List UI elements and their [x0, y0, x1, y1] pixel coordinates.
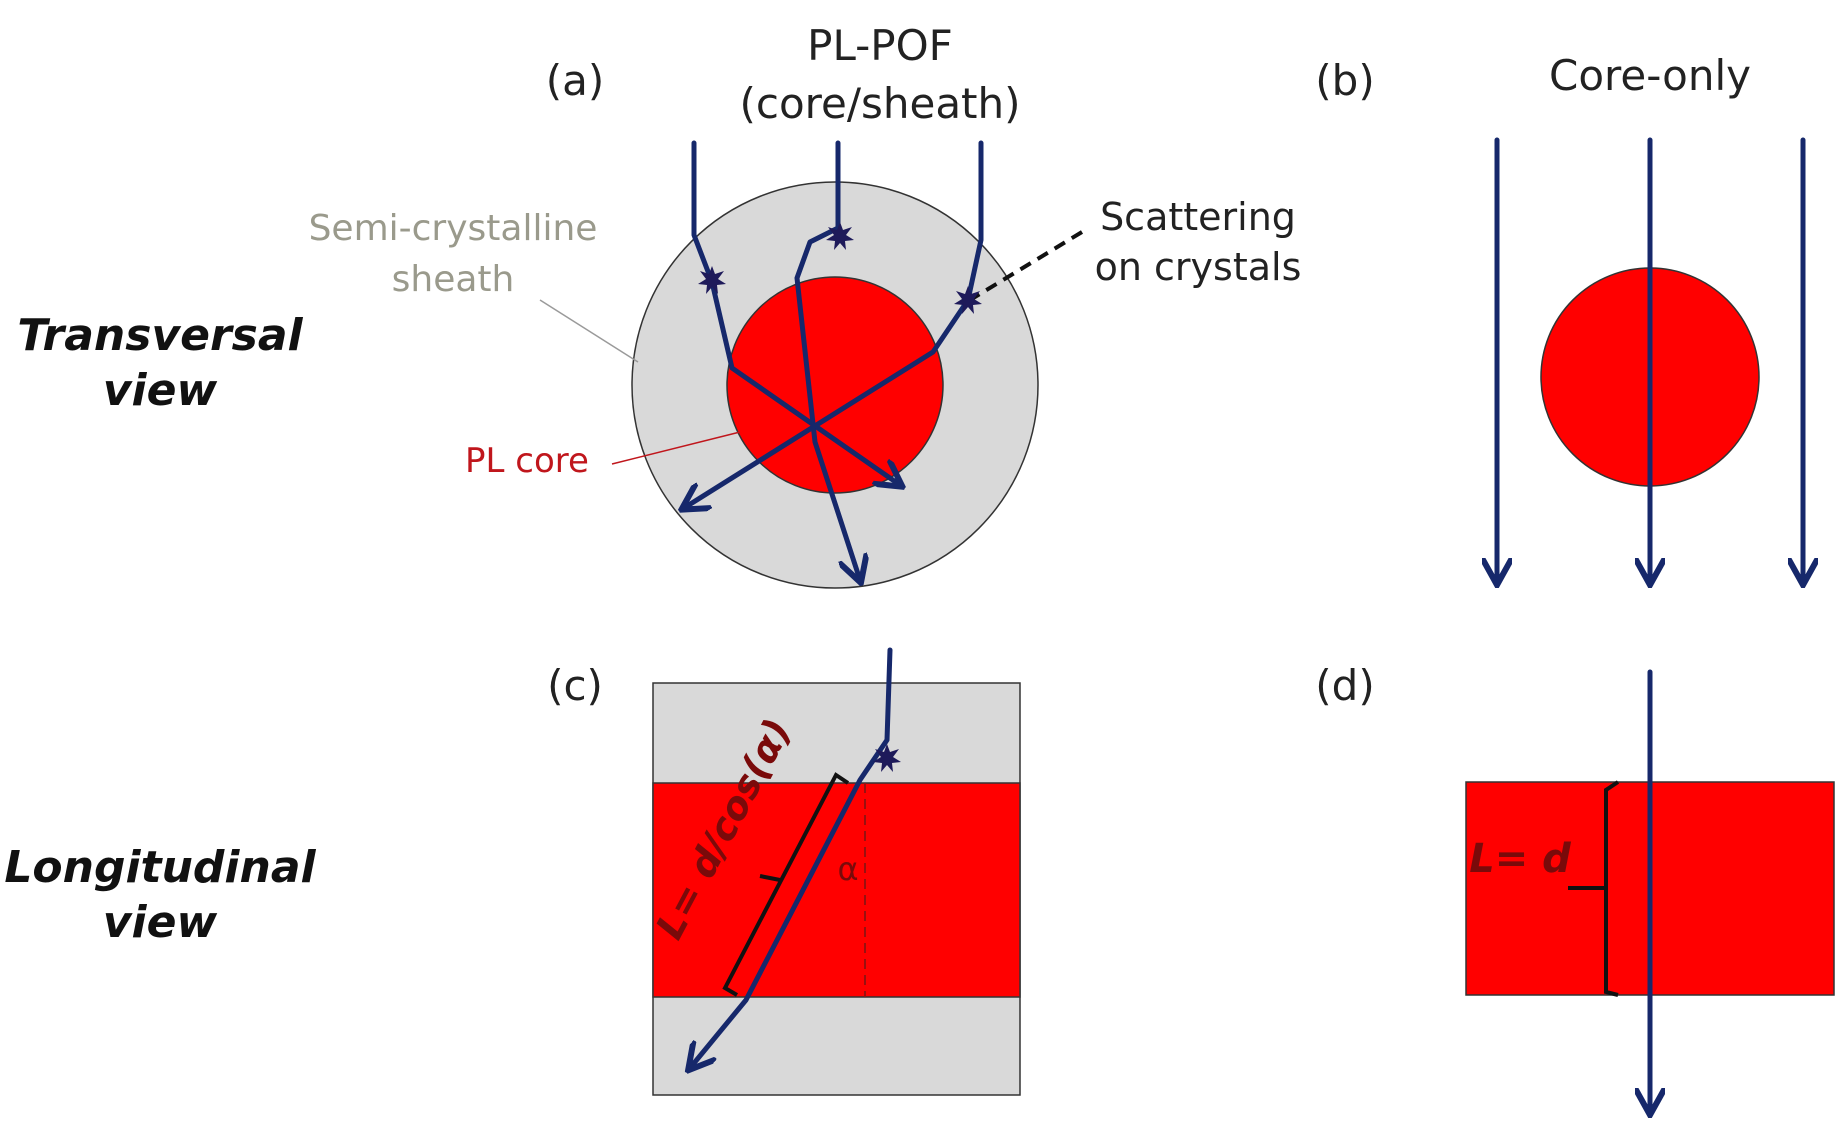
length-bracket	[722, 772, 850, 997]
core-circle	[726, 276, 944, 494]
length-bracket-d	[1604, 780, 1620, 997]
ray-middle	[794, 140, 860, 580]
core-label: PL core	[465, 441, 589, 481]
panel-a-tag: (a)	[546, 56, 605, 105]
sheath-label: Semi-crystalline	[309, 208, 598, 249]
ray-c	[690, 647, 893, 1068]
sheath-leader-line	[539, 299, 639, 363]
scatter-label-2: on crystals	[1095, 245, 1302, 289]
panel-b-tag: (b)	[1315, 56, 1374, 105]
rays-b	[1497, 137, 1803, 582]
row-label-transversal-view: view	[103, 365, 218, 416]
row-label-longitudinal-view: view	[103, 897, 218, 948]
scatter-label: Scattering	[1100, 195, 1296, 239]
panel-b-title: Core-only	[1549, 51, 1751, 100]
row-label-transversal: Transversal	[17, 310, 303, 361]
formula-d: L= d	[1469, 836, 1571, 882]
crystal-1	[698, 266, 726, 294]
panel-a-subtitle: (core/sheath)	[739, 79, 1020, 128]
length-bracket-tick	[759, 874, 781, 882]
crystal-2	[826, 222, 854, 250]
sheath-label-2: sheath	[392, 259, 515, 300]
panel-c: (c) α L= d/cos(α)	[547, 647, 1021, 1096]
panel-a-title: PL-POF	[807, 21, 953, 70]
fiber-section-core	[652, 782, 1021, 998]
core-leader-line	[611, 431, 741, 465]
scatter-leader-line	[968, 230, 1084, 302]
crystal-c	[873, 744, 901, 772]
panel-b: (b) Core-only	[1315, 51, 1803, 582]
panel-a: (a) PL-POF (core/sheath) Semi-crystallin…	[309, 21, 1302, 589]
panel-d-tag: (d)	[1315, 661, 1374, 710]
crystal-3	[954, 286, 982, 314]
angle-label: α	[837, 850, 858, 888]
row-label-longitudinal: Longitudinal	[4, 842, 316, 893]
panel-d: (d) L= d	[1315, 661, 1835, 1112]
panel-c-tag: (c)	[547, 661, 603, 710]
crystals-a	[698, 222, 982, 314]
